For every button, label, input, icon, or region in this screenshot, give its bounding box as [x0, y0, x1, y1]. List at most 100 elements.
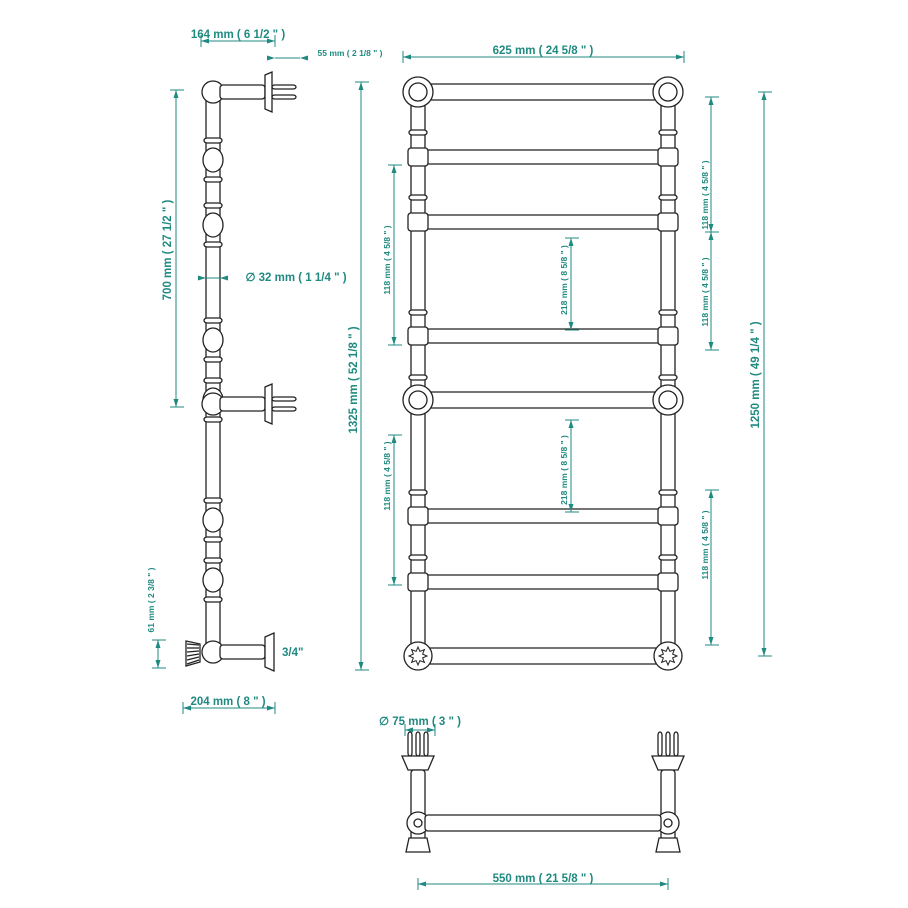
- valve-grip: [186, 653, 200, 657]
- side-collar: [203, 596, 223, 603]
- label-valve-height: 61 mm ( 2 3/8 " ): [146, 567, 156, 632]
- towel-bar: [424, 149, 662, 165]
- bar-collar: [657, 212, 679, 232]
- dim-inner-height-arrow: [761, 648, 767, 656]
- dim-side-depth-arrow: [267, 38, 275, 44]
- side-collar: [203, 137, 223, 144]
- label-height: 1325 mm ( 52 1/8 " ): [348, 326, 360, 433]
- label-bottom-depth: 204 mm ( 8 " ): [190, 696, 265, 708]
- dim-width-arrow: [403, 54, 411, 60]
- rosette-star: [657, 645, 679, 667]
- valve-grip: [186, 650, 200, 653]
- side-arm: [219, 396, 266, 412]
- dim-centers-arrow: [660, 881, 668, 887]
- side-ball: [202, 212, 224, 238]
- label-large-spacing-1: 218 mm ( 8 5/8 " ): [559, 245, 569, 315]
- dim-bracket-spacing-arrow: [173, 399, 179, 407]
- post-collar: [658, 554, 678, 561]
- post-collar: [408, 129, 428, 136]
- label-inner-height: 1250 mm ( 49 1/4 " ): [750, 321, 762, 428]
- dim-rail-l1-arrow: [391, 165, 397, 173]
- bottom-valve-center: [663, 818, 673, 828]
- mounting-pin: [271, 396, 297, 402]
- side-collar: [203, 497, 223, 504]
- label-centers: 550 mm ( 21 5/8 " ): [493, 873, 594, 885]
- towel-bar: [424, 328, 662, 344]
- label-width: 625 mm ( 24 5/8 " ): [493, 45, 594, 57]
- bottom-valve-center: [413, 818, 423, 828]
- side-collar: [203, 241, 223, 248]
- post-collar: [658, 309, 678, 316]
- label-rail-spacing-r1: 118 mm ( 4 5/8 " ): [700, 160, 710, 229]
- dim-rail-r1-arrow: [708, 97, 714, 105]
- bar-collar: [407, 506, 429, 526]
- bar-collar: [657, 572, 679, 592]
- dim-rail-r3-arrow: [708, 490, 714, 498]
- dim-tube-arrow: [198, 275, 206, 281]
- towel-bar: [424, 508, 662, 524]
- post-collar: [658, 194, 678, 201]
- side-collar: [203, 202, 223, 209]
- dim-bottom-depth-arrow: [183, 705, 191, 711]
- wall-flange: [264, 631, 275, 673]
- main-rail: [424, 391, 662, 409]
- post-collar: [408, 194, 428, 201]
- dim-bottom-depth-arrow: [267, 705, 275, 711]
- label-side-depth: 164 mm ( 6 1/2 " ): [191, 29, 285, 41]
- post-collar: [658, 129, 678, 136]
- dim-rail-r3-arrow: [708, 637, 714, 645]
- dim-rail-r2-arrow: [708, 232, 714, 240]
- mounting-pin: [271, 406, 297, 412]
- dim-valve-height-arrow: [155, 660, 161, 668]
- dim-large-2-arrow: [568, 420, 574, 428]
- bottom-view-rail: [424, 814, 662, 832]
- rosette-star: [407, 645, 429, 667]
- side-collar: [203, 377, 223, 384]
- side-collar: [203, 416, 223, 423]
- side-arm: [219, 644, 266, 660]
- pin: [423, 731, 429, 757]
- side-ball: [202, 567, 224, 593]
- towel-bar: [424, 574, 662, 590]
- dim-tube-arrow: [220, 275, 228, 281]
- wall-flange: [264, 383, 273, 425]
- bottom-flange: [651, 755, 685, 771]
- dim-large-1-arrow: [568, 238, 574, 246]
- label-tube-diameter: ∅ 32 mm ( 1 1/4 " ): [245, 272, 346, 284]
- right-post: [660, 91, 676, 657]
- pin: [407, 731, 413, 757]
- side-ball: [202, 327, 224, 353]
- side-collar: [203, 557, 223, 564]
- side-collar: [203, 356, 223, 363]
- pin: [657, 731, 663, 757]
- bar-collar: [407, 147, 429, 167]
- bottom-flange: [401, 755, 435, 771]
- dim-rail-l1-arrow: [391, 337, 397, 345]
- mounting-pin: [271, 94, 297, 100]
- dim-centers-arrow: [418, 881, 426, 887]
- dim-bracket-spacing-arrow: [173, 90, 179, 98]
- valve-grip: [186, 656, 200, 661]
- label-rail-spacing-r2: 118 mm ( 4 5/8 " ): [700, 257, 710, 326]
- bar-collar: [657, 147, 679, 167]
- side-collar: [203, 536, 223, 543]
- side-ball: [202, 147, 224, 173]
- corner-ring-inner: [408, 390, 428, 410]
- dim-rail-l2-arrow: [391, 577, 397, 585]
- corner-ring-inner: [408, 82, 428, 102]
- dim-spacer-arrow: [267, 55, 275, 61]
- label-connection: 3/4": [282, 647, 303, 659]
- post-collar: [408, 554, 428, 561]
- pin: [665, 731, 671, 757]
- bottom-knob: [655, 837, 681, 853]
- bottom-knob: [405, 837, 431, 853]
- dim-side-depth-arrow: [201, 38, 209, 44]
- bottom-rail: [424, 647, 662, 665]
- dim-rail-r2-arrow: [708, 342, 714, 350]
- bar-collar: [657, 506, 679, 526]
- left-post: [410, 91, 426, 657]
- wall-flange: [264, 71, 273, 113]
- side-collar: [203, 176, 223, 183]
